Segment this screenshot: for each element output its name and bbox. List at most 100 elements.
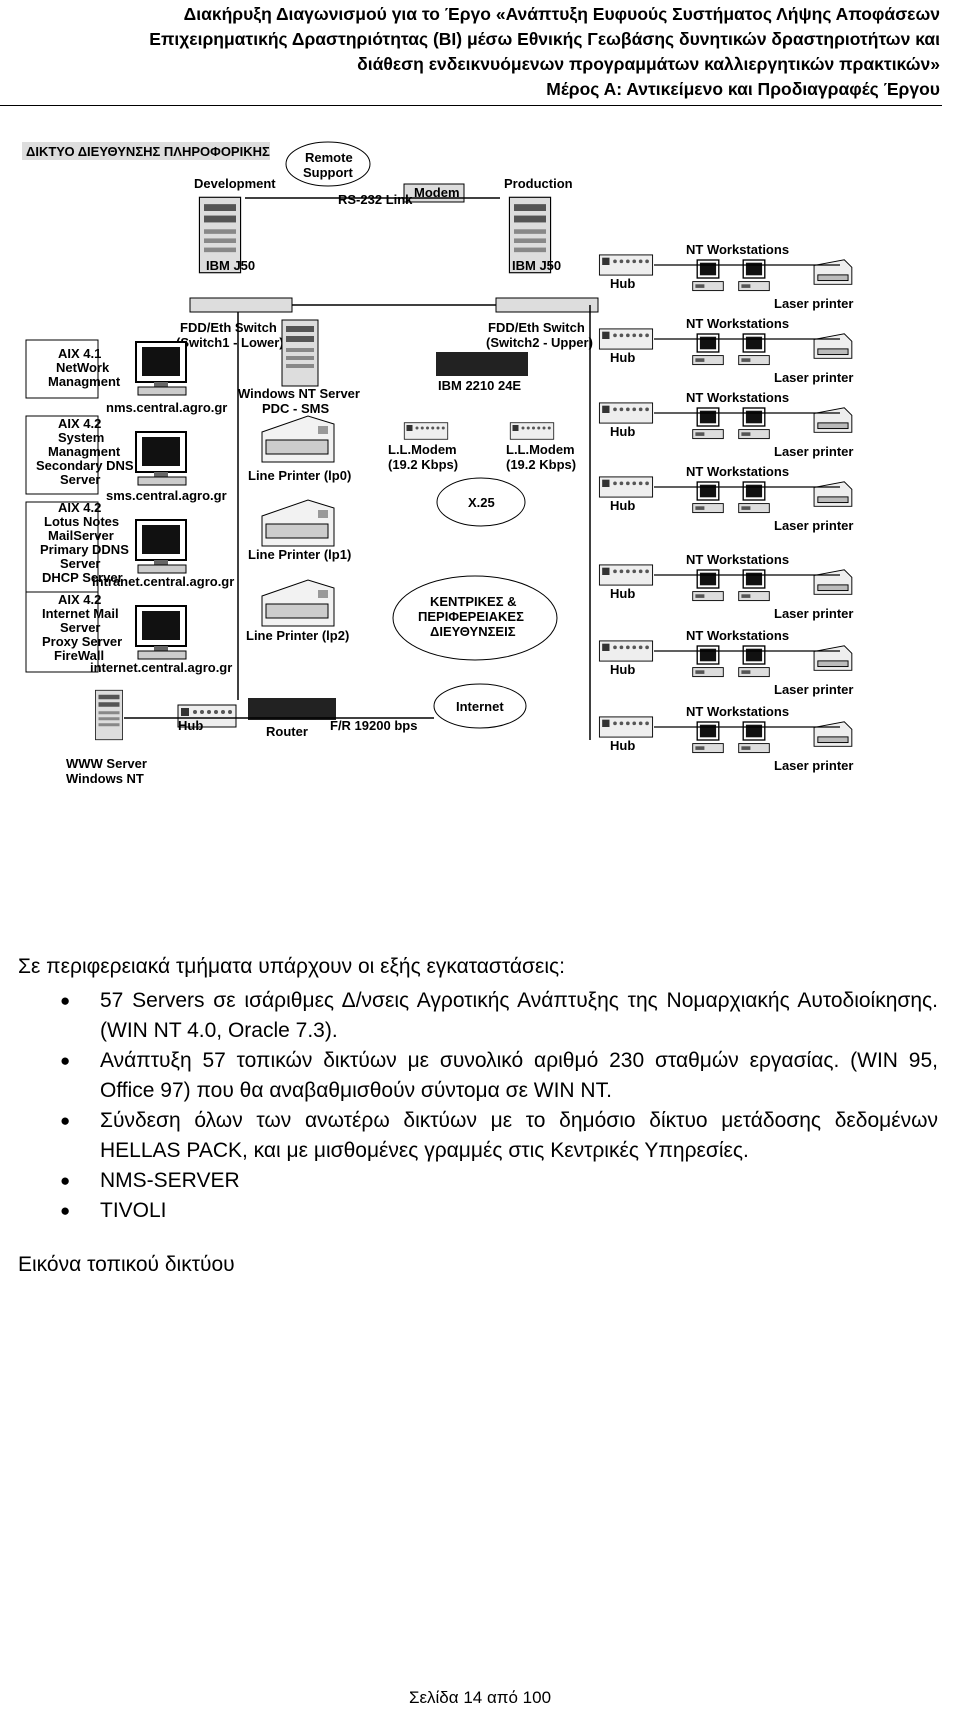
llmodem-right-icon <box>509 422 555 440</box>
server-internet: AIX 4.2 Internet Mail Server Proxy Serve… <box>25 591 232 675</box>
svg-text:nms.central.agro.gr: nms.central.agro.gr <box>106 400 227 415</box>
hub-icon <box>598 402 654 424</box>
switch-left-label: FDD/Eth Switch <box>180 320 277 335</box>
modem-label: Modem <box>414 185 460 200</box>
laser-printer-label: Laser printer <box>774 370 853 385</box>
svg-text:Managment: Managment <box>48 374 121 389</box>
router-icon <box>248 698 336 720</box>
body-text: Σε περιφερειακά τμήματα υπάρχουν οι εξής… <box>18 952 938 1280</box>
internet-label: Internet <box>456 699 504 714</box>
llmodem-right-label-2: (19.2 Kbps) <box>506 457 576 472</box>
www-server-label: WWW Server <box>66 756 147 771</box>
regional-label-2: ΠΕΡΙΦΕΡΕΙΑΚΕΣ <box>418 609 524 624</box>
svg-text:AIX 4.1: AIX 4.1 <box>58 346 101 361</box>
nt-workstations-label: NT Workstations <box>686 464 789 479</box>
svg-text:MailServer: MailServer <box>48 528 114 543</box>
remote-support-label-2: Support <box>303 165 353 180</box>
hub-label: Hub <box>610 498 635 513</box>
nt-server-icon <box>281 319 319 387</box>
laser-printer-icon <box>813 259 853 285</box>
svg-text:Primary DDNS: Primary DDNS <box>40 542 129 557</box>
diagram-title: ΔΙΚΤΥΟ ΔΙΕΥΘΥΝΣΗΣ ΠΛΗΡΟΦΟΡΙΚΗΣ <box>26 144 270 159</box>
server-intranet: AIX 4.2 Lotus Notes MailServer Primary D… <box>25 500 234 595</box>
network-diagram: ΔΙΚΤΥΟ ΔΙΕΥΘΥΝΣΗΣ ΠΛΗΡΟΦΟΡΙΚΗΣ Remote Su… <box>22 141 853 786</box>
ibm2210-label: IBM 2210 24E <box>438 378 521 393</box>
bullet-item: TIVOLI <box>18 1196 938 1226</box>
hub-icon <box>598 328 654 350</box>
remote-support-cloud <box>285 141 371 187</box>
bullet-item: Σύνδεση όλων των ανωτέρω δικτύων με το δ… <box>18 1106 938 1166</box>
monitor-icon <box>135 341 187 396</box>
svg-text:Internet Mail: Internet Mail <box>42 606 119 621</box>
laser-printer-label: Laser printer <box>774 682 853 697</box>
llmodem-right-label: L.L.Modem <box>506 442 575 457</box>
bullet-list: 57 Servers σε ισάριθμες Δ/νσεις Αγροτική… <box>18 986 938 1226</box>
figure-caption: Εικόνα τοπικού δικτύου <box>18 1253 235 1276</box>
fr-label: F/R 19200 bps <box>330 718 417 733</box>
nt-workstations-label: NT Workstations <box>686 628 789 643</box>
svg-text:Server: Server <box>60 556 100 571</box>
line-printer-icon <box>261 579 335 627</box>
server-sms: AIX 4.2 System Managment Secondary DNS S… <box>25 415 227 503</box>
header-rule <box>0 105 942 106</box>
svg-text:Server: Server <box>60 620 100 635</box>
ibm-left-label: IBM J50 <box>206 258 255 273</box>
x25-label: X.25 <box>468 495 495 510</box>
hub-icon <box>598 564 654 586</box>
switch-left-icon <box>189 297 293 313</box>
svg-text:Lotus Notes: Lotus Notes <box>44 514 119 529</box>
laser-printer-label: Laser printer <box>774 444 853 459</box>
x25-cloud <box>436 477 526 527</box>
monitor-icon <box>135 605 187 660</box>
line-printer-0-label: Line Printer (lp0) <box>248 468 351 483</box>
svg-text:internet.central.agro.gr: internet.central.agro.gr <box>90 660 232 675</box>
server-nms: AIX 4.1 NetWork Managment nms.central.ag… <box>25 339 227 415</box>
nt-workstations-label: NT Workstations <box>686 552 789 567</box>
regional-cloud <box>392 575 558 661</box>
header-line-1: Διακήρυξη Διαγωνισμού για το Έργο «Ανάπτ… <box>183 4 940 24</box>
hub-label: Hub <box>610 350 635 365</box>
header-line-3: διάθεση ενδεικνυόμενων προγραμμάτων καλλ… <box>357 54 940 74</box>
regional-label: ΚΕΝΤΡΙΚΕΣ & <box>430 594 517 609</box>
laser-printer-icon <box>813 569 853 595</box>
line-printer-icon <box>261 499 335 547</box>
router-label: Router <box>266 724 308 739</box>
hub-label: Hub <box>610 586 635 601</box>
ibm-right-label: IBM J50 <box>512 258 561 273</box>
laser-printer-label: Laser printer <box>774 296 853 311</box>
diagram-title-bg <box>22 142 270 160</box>
www-server-label-2: Windows NT <box>66 771 144 786</box>
nt-workstations-label: NT Workstations <box>686 704 789 719</box>
hub-label: Hub <box>610 738 635 753</box>
monitor-icon <box>135 519 187 574</box>
nt-workstations-label: NT Workstations <box>686 242 789 257</box>
svg-text:AIX 4.2: AIX 4.2 <box>58 500 101 515</box>
hub-icon <box>598 640 654 662</box>
ibm2210-icon <box>436 352 528 376</box>
hub-bottom-label: Hub <box>178 718 203 733</box>
laser-printer-label: Laser printer <box>774 518 853 533</box>
header-line-4: Μέρος Α: Αντικείμενο και Προδιαγραφές Έρ… <box>546 79 940 99</box>
hub-label: Hub <box>610 424 635 439</box>
svg-text:Server: Server <box>60 472 100 487</box>
laser-printer-icon <box>813 481 853 507</box>
header-line-2: Επιχειρηματικής Δραστηριότητας (BI) μέσω… <box>149 29 940 49</box>
svg-text:NetWork: NetWork <box>56 360 110 375</box>
switch-right-icon <box>495 297 599 313</box>
development-label: Development <box>194 176 276 191</box>
remote-support-label: Remote <box>305 150 353 165</box>
nt-server-label-2: PDC - SMS <box>262 401 330 416</box>
www-server-icon <box>95 689 123 741</box>
svg-text:Managment: Managment <box>48 444 121 459</box>
laser-printer-icon <box>813 721 853 747</box>
hub-icon <box>598 476 654 498</box>
internet-cloud <box>433 683 527 729</box>
